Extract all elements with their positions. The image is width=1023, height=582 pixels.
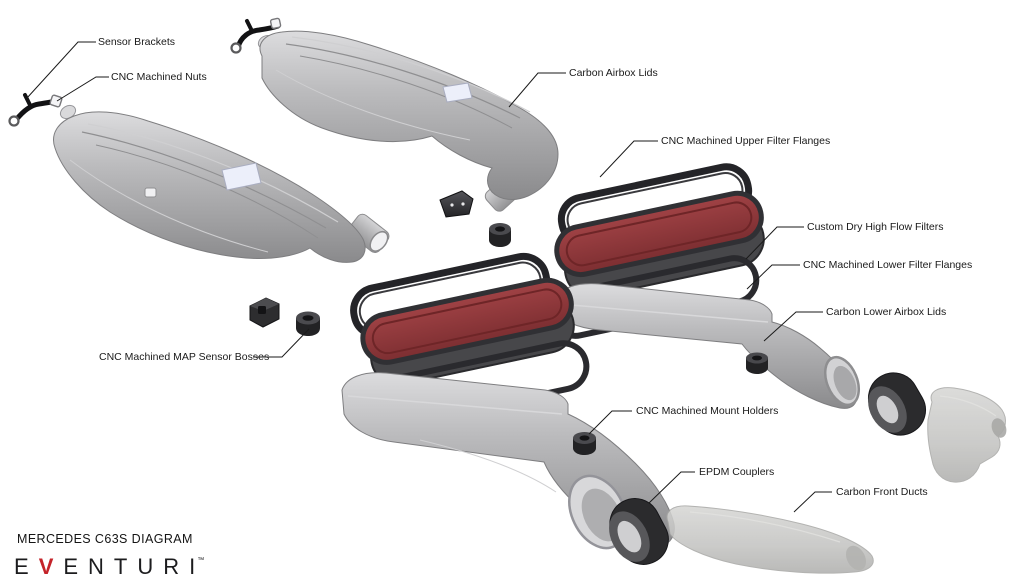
leader-line-epdm-couplers — [648, 471, 695, 504]
lid-right-label-patch — [442, 82, 473, 103]
leader-line-high-flow-filters — [745, 226, 804, 260]
logo-letter-e: E — [14, 554, 39, 579]
cnc-map-sensor-bosses — [249, 297, 320, 336]
label-carbon-airbox-lids: Carbon Airbox Lids — [569, 67, 658, 79]
carbon-front-duct-left — [666, 505, 874, 574]
label-lower-filter-flanges: CNC Machined Lower Filter Flanges — [803, 259, 973, 271]
label-sensor-brackets: Sensor Brackets — [98, 36, 176, 48]
mount-grommet-on-airbox — [746, 352, 768, 374]
label-map-sensor-bosses: CNC Machined MAP Sensor Bosses — [99, 351, 270, 363]
sensor-bracket-left — [8, 93, 63, 127]
leader-line-carbon-airbox-lids — [508, 72, 566, 108]
epdm-coupler-left — [609, 498, 669, 565]
logo-red-v-icon: V — [38, 554, 64, 579]
label-high-flow-filters: Custom Dry High Flow Filters — [807, 221, 944, 233]
label-epdm-couplers: EPDM Couplers — [699, 466, 775, 478]
carbon-airbox-lid-right — [257, 30, 559, 212]
leader-line-upper-filter-flanges — [599, 140, 658, 178]
diagram-title: MERCEDES C63S DIAGRAM — [17, 532, 193, 546]
high-flow-filter-right — [554, 190, 765, 298]
leader-line-front-ducts — [793, 491, 832, 513]
cnc-machined-nut-left — [49, 94, 63, 108]
logo-letters-rest: ENTURI — [63, 554, 206, 579]
carbon-airbox-lid-left — [53, 104, 390, 263]
leader-line-lower-airbox-lids — [763, 311, 823, 342]
cnc-mount-holder — [573, 432, 596, 455]
small-bracket-fitting — [439, 190, 474, 218]
leader-line-mount-holders — [588, 410, 632, 435]
trademark-symbol: ™ — [197, 557, 205, 564]
leader-line-map-sensor-bosses — [253, 328, 310, 358]
leader-line-sensor-brackets — [26, 41, 96, 99]
lid-left-label-patch — [221, 162, 262, 191]
label-carbon-front-ducts: Carbon Front Ducts — [836, 486, 928, 498]
label-lower-airbox-lids: Carbon Lower Airbox Lids — [826, 306, 947, 318]
rubber-grommet-small — [489, 223, 511, 247]
carbon-lower-airbox-left — [341, 372, 675, 550]
label-upper-filter-flanges: CNC Machined Upper Filter Flanges — [661, 135, 831, 147]
epdm-coupler-right — [868, 372, 926, 436]
carbon-front-duct-right — [927, 387, 1007, 483]
label-mount-holders: CNC Machined Mount Holders — [636, 405, 779, 417]
leader-line-cnc-nuts — [56, 76, 109, 102]
sensor-bracket-top — [230, 17, 282, 54]
carbon-lower-airbox-right — [555, 283, 861, 409]
cnc-machined-nut-top — [269, 17, 282, 30]
eventuri-logo: EVENTURI™ — [14, 548, 204, 580]
label-cnc-machined-nuts: CNC Machined Nuts — [111, 71, 207, 83]
high-flow-filter-left — [360, 277, 575, 386]
leader-line-lower-filter-flanges — [746, 264, 800, 290]
